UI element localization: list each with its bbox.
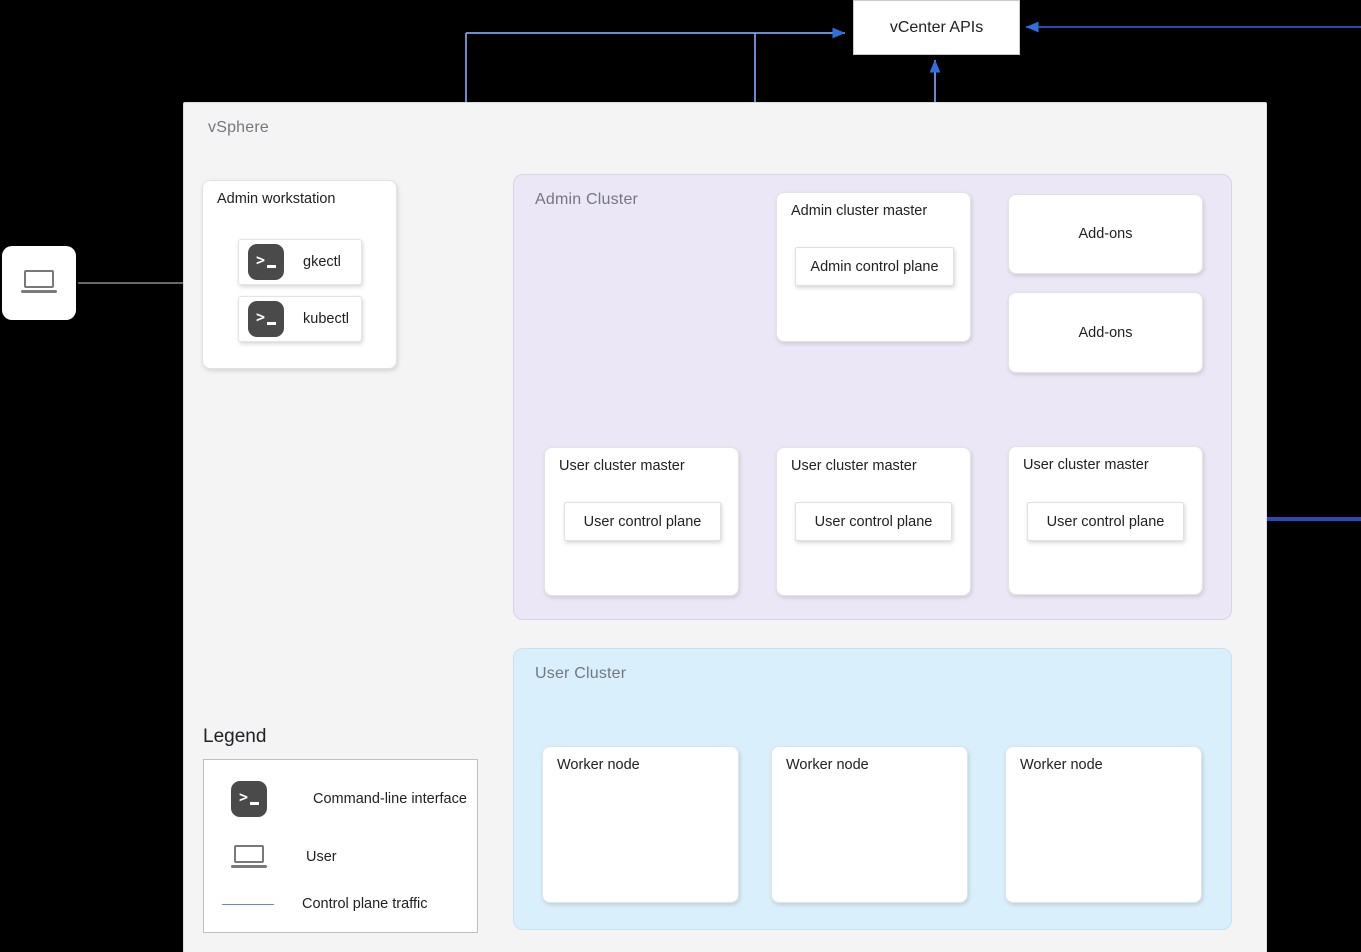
user-cluster-master-label-2: User cluster master (791, 458, 917, 474)
laptop-icon (231, 845, 267, 869)
user-cluster-master-label-3: User cluster master (1023, 457, 1149, 473)
admin-cluster-label: Admin Cluster (535, 191, 639, 208)
admin-cluster-master-label: Admin cluster master (791, 203, 928, 219)
laptop-icon (21, 270, 57, 293)
legend-label-cli: Command-line interface (313, 791, 467, 807)
worker-node-1[interactable]: Worker node (542, 746, 739, 903)
tool-kubectl-label: kubectl (303, 311, 349, 327)
user-control-plane-node-2[interactable]: User control plane (795, 502, 952, 541)
legend-item-traffic: Control plane traffic (222, 896, 427, 912)
vsphere-label: vSphere (208, 119, 269, 136)
worker-node-label-1: Worker node (557, 757, 640, 773)
worker-node-label-2: Worker node (786, 757, 869, 773)
worker-node-2[interactable]: Worker node (771, 746, 968, 903)
legend-label-traffic: Control plane traffic (302, 896, 428, 912)
addons-node-2[interactable]: Add-ons (1008, 292, 1203, 373)
user-control-plane-label-1: User control plane (583, 513, 702, 530)
cli-icon (248, 301, 284, 337)
legend-title: Legend (203, 726, 267, 747)
line-icon (222, 903, 274, 905)
addons-label-1: Add-ons (1078, 226, 1133, 242)
admin-control-plane-node[interactable]: Admin control plane (795, 247, 954, 286)
admin-control-plane-label: Admin control plane (810, 258, 939, 275)
cli-icon (248, 244, 284, 280)
legend-label-user: User (306, 849, 337, 865)
worker-node-label-3: Worker node (1020, 757, 1103, 773)
vcenter-apis-node[interactable]: vCenter APIs (853, 0, 1020, 55)
worker-node-3[interactable]: Worker node (1005, 746, 1202, 903)
user-control-plane-node-1[interactable]: User control plane (564, 502, 721, 541)
tool-gkectl-label: gkectl (303, 254, 341, 270)
user-cluster-master-label-1: User cluster master (559, 458, 685, 474)
tool-kubectl[interactable]: kubectl (238, 296, 362, 342)
addons-node-1[interactable]: Add-ons (1008, 194, 1203, 274)
user-control-plane-node-3[interactable]: User control plane (1027, 502, 1184, 541)
tool-gkectl[interactable]: gkectl (238, 239, 362, 285)
user-control-plane-label-3: User control plane (1046, 513, 1165, 530)
user-node[interactable] (2, 246, 76, 320)
vcenter-apis-label: vCenter APIs (889, 18, 984, 36)
user-cluster-label: User Cluster (535, 665, 627, 682)
cli-icon (231, 781, 267, 817)
legend-item-cli: Command-line interface (231, 781, 467, 817)
legend-item-user: User (231, 845, 337, 869)
admin-workstation-label: Admin workstation (217, 191, 336, 207)
addons-label-2: Add-ons (1078, 324, 1133, 341)
user-control-plane-label-2: User control plane (814, 513, 933, 530)
